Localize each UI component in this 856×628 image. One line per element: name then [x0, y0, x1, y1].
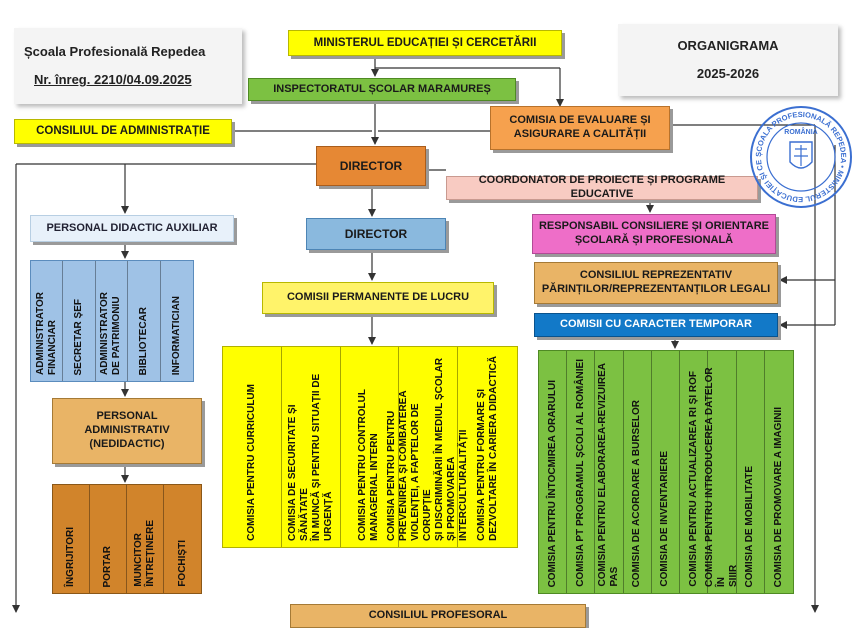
school-stamp: ȘCOALA PROFESIONALĂ REPEDEA • MINISTERUL…	[748, 104, 852, 208]
admin-role-label: ÎNGRIJITORI	[65, 527, 76, 587]
permanent-commission-label: COMISIA PENTRU CONTROLUL MANAGERIAL INTE…	[357, 389, 381, 541]
aux-role-label: INFORMATICIAN	[170, 295, 182, 375]
temporary-commission: COMISIA PENTRU ÎNTOCMIREA ORARULUI	[539, 351, 568, 593]
aux-role: INFORMATICIAN	[161, 261, 193, 381]
school-card: Școala Profesională Repedea Nr. înreg. 2…	[14, 28, 242, 104]
title-card: ORGANIGRAMA 2025-2026	[618, 24, 838, 96]
admin-role-label: PORTAR	[102, 545, 113, 587]
temporary-commission-label: COMISIA PT PROGRAMUL ȘCOLI AL ROMÂNIEI	[574, 359, 586, 587]
admin-role-label: MUNCITOR ÎNTREȚINERE	[133, 520, 156, 587]
aux-role: ADMINISTRATOR DE PATRIMONIU	[96, 261, 129, 381]
parents-council-line1: CONSILIUL REPREZENTATIV	[579, 269, 733, 282]
temporary-commission: COMISIA DE MOBILITATE	[737, 351, 765, 593]
document-year: 2025-2026	[696, 66, 760, 81]
permanent-commission: COMISIA PENTRU CONTROLUL MANAGERIAL INTE…	[341, 347, 400, 547]
admin-roles-grid: ÎNGRIJITORI PORTAR MUNCITOR ÎNTREȚINERE FOC…	[52, 484, 202, 594]
temporary-commission: COMISIA DE PROMOVARE A IMAGINII	[765, 351, 793, 593]
permanent-commission-label: COMISIA PENTRU CURRICULUM	[245, 384, 257, 541]
aux-role: ADMINISTRATOR FINANCIAR	[31, 261, 64, 381]
temporary-commissions-grid: COMISIA PENTRU ÎNTOCMIREA ORARULUI COMISI…	[538, 350, 794, 594]
temporary-commission-label: COMISIA DE MOBILITATE	[744, 465, 756, 587]
school-name: Școala Profesională Repedea	[24, 43, 206, 59]
temporary-commission-label: COMISIA PENTRU ELABORAREA-REVIZUIREA PAS	[597, 363, 621, 587]
quality-commission-line1: COMISIA DE EVALUARE ȘI	[509, 114, 651, 127]
admin-staff-line2: ADMINISTRATIV	[84, 424, 170, 437]
aux-role-label: ADMINISTRATOR FINANCIAR	[34, 292, 58, 375]
counselor-line2: ȘCOLARĂ ȘI PROFESIONALĂ	[574, 234, 734, 246]
temporary-commission-label: COMISIA PENTRU ACTUALIZAREA RI ȘI ROF	[687, 371, 699, 587]
quality-commission-box: COMISIA DE EVALUARE ȘI ASIGURARE A CALIT…	[490, 106, 670, 150]
temporary-commission-label: COMISIA DE ACORDARE A BURSELOR	[631, 399, 643, 587]
permanent-commission: COMISIA PENTRU FORMARE ȘI DEZVOLTARE ÎN …	[458, 347, 517, 547]
permanent-commission-label: COMISIA PENTRU FORMARE ȘI DEZVOLTARE ÎN …	[475, 356, 499, 541]
permanent-commissions-box: COMISII PERMANENTE DE LUCRU	[262, 282, 494, 314]
teachers-council-box: CONSILIUL PROFESORAL	[290, 604, 586, 628]
admin-role: ÎNGRIJITORI	[53, 485, 90, 593]
temporary-commission-label: COMISIA DE PROMOVARE A IMAGINII	[772, 406, 784, 587]
admin-staff-box: PERSONAL ADMINISTRATIV (NEDIDACTIC)	[52, 398, 202, 464]
permanent-commission: COMISIA DE SECURITATE ȘI SĂNĂTATE ÎN MUN…	[282, 347, 341, 547]
temporary-commission: COMISIA PENTRU INTRODUCEREA DATELOR ÎN S…	[704, 351, 739, 593]
coat-of-arms-icon	[789, 141, 813, 169]
parents-council-box: CONSILIUL REPREZENTATIV PĂRINȚILOR/REPRE…	[534, 262, 778, 304]
temporary-commission: COMISIA PENTRU ACTUALIZAREA RI ȘI ROF	[680, 351, 709, 593]
aux-staff-box: PERSONAL DIDACTIC AUXILIAR	[30, 215, 234, 242]
admin-role: MUNCITOR ÎNTREȚINERE	[127, 485, 164, 593]
admin-role: FOCHIȘTI	[164, 485, 201, 593]
ministry-box: MINISTERUL EDUCAȚIEI ȘI CERCETĂRII	[288, 30, 562, 56]
document-title: ORGANIGRAMA	[677, 37, 779, 53]
permanent-commission-label: COMISIA DE SECURITATE ȘI SĂNĂTATE ÎN MUN…	[286, 373, 334, 541]
temporary-commission: COMISIA DE ACORDARE A BURSELOR	[624, 351, 652, 593]
quality-commission-line2: ASIGURARE A CALITĂȚII	[513, 128, 647, 140]
permanent-commissions-grid: COMISIA PENTRU CURRICULUM COMISIA DE SECU…	[222, 346, 518, 548]
aux-role-label: BIBLIOTECAR	[137, 306, 149, 375]
aux-role-label: SECRETAR ȘEF	[73, 298, 85, 376]
permanent-commission: COMISIA PENTRU CURRICULUM	[223, 347, 282, 547]
temporary-commission-label: COMISIA PENTRU INTRODUCEREA DATELOR ÎN S…	[703, 367, 739, 587]
permanent-commission: COMISIA PENTRU PENTRU PREVENIREA ȘI COMB…	[386, 347, 469, 547]
temporary-commission: COMISIA PENTRU ELABORAREA-REVIZUIREA PAS	[595, 351, 624, 593]
director-2-box: DIRECTOR	[306, 218, 446, 250]
aux-roles-grid: ADMINISTRATOR FINANCIAR SECRETAR ȘEF ADMIN…	[30, 260, 194, 382]
parents-council-line2: PĂRINȚILOR/REPREZENTANȚILOR LEGALI	[541, 283, 771, 295]
temporary-commission-label: COMISIA DE INVENTARIERE	[659, 451, 671, 587]
admin-role: PORTAR	[90, 485, 127, 593]
registration-number: Nr. înreg. 2210/04.09.2025	[34, 72, 192, 87]
stamp-country: ROMÂNIA	[784, 127, 817, 136]
temporary-commissions-box: COMISII CU CARACTER TEMPORAR	[534, 313, 778, 337]
admin-role-label: FOCHIȘTI	[176, 540, 188, 587]
director-box: DIRECTOR	[316, 146, 426, 186]
temporary-commission: COMISIA DE INVENTARIERE	[652, 351, 681, 593]
admin-staff-line1: PERSONAL	[96, 410, 158, 423]
temporary-commission-label: COMISIA PENTRU ÎNTOCMIREA ORARULUI	[546, 379, 558, 587]
aux-role: SECRETAR ȘEF	[63, 261, 96, 381]
counselor-box: RESPONSABIL CONSILIERE ȘI ORIENTARE ȘCOL…	[532, 214, 776, 254]
aux-role-label: ADMINISTRATOR DE PATRIMONIU	[99, 292, 123, 375]
aux-role: BIBLIOTECAR	[128, 261, 161, 381]
inspectorate-box: INSPECTORATUL ȘCOLAR MARAMUREȘ	[248, 78, 516, 101]
board-box: CONSILIUL DE ADMINISTRAȚIE	[14, 119, 232, 144]
admin-staff-line3: (NEDIDACTIC)	[89, 437, 165, 450]
temporary-commission: COMISIA PT PROGRAMUL ȘCOLI AL ROMÂNIEI	[567, 351, 596, 593]
projects-coordinator-box: COORDONATOR DE PROIECTE ȘI PROGRAME EDUC…	[446, 174, 758, 200]
counselor-line1: RESPONSABIL CONSILIERE ȘI ORIENTARE	[538, 220, 769, 233]
